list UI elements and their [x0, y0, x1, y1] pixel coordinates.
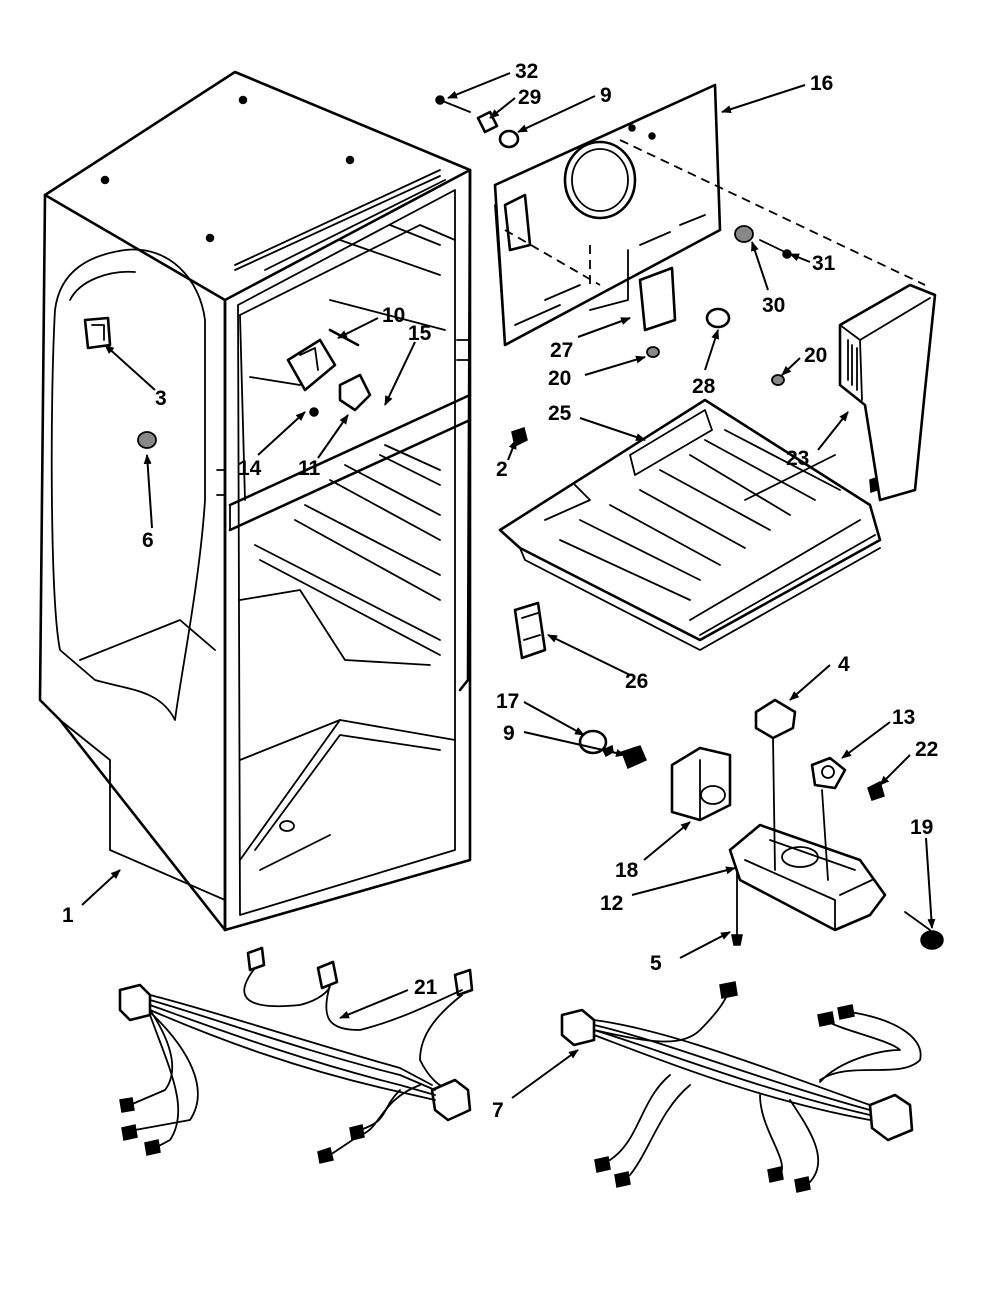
leader-lines: [81, 72, 936, 1099]
callout-29: 29: [518, 86, 541, 109]
callout-10: 10: [382, 304, 405, 327]
callout-22: 22: [915, 738, 938, 761]
callout-12: 12: [600, 892, 623, 915]
wiring-harness-21: [118, 946, 474, 1164]
callout-5: 5: [650, 952, 662, 975]
callout-6: 6: [142, 529, 154, 552]
callout-7: 7: [492, 1099, 504, 1122]
wiring-harness-7: [560, 981, 922, 1193]
control-housing-assembly: [578, 698, 944, 950]
callout-28: 28: [692, 375, 716, 398]
callout-4: 4: [838, 653, 850, 676]
callout-23: 23: [786, 447, 809, 470]
callout-21: 21: [414, 976, 438, 999]
callout-13: 13: [892, 706, 915, 729]
evaporator-cover: [493, 83, 926, 347]
callout-26: 26: [625, 670, 648, 693]
callout-20-right: 20: [804, 344, 827, 367]
callout-20-left: 20: [548, 367, 571, 390]
callout-9-top: 9: [600, 84, 612, 107]
callout-30: 30: [762, 294, 785, 317]
callout-1: 1: [62, 904, 74, 927]
cabinet-liner: [38, 70, 472, 932]
hardware-screws-top: [435, 95, 792, 448]
callout-labels: 32 29 9 16 10 15 3 14 11 6 31 30 27 20 2…: [62, 60, 938, 1122]
callout-11: 11: [298, 457, 321, 480]
callout-3: 3: [155, 387, 167, 410]
callout-31: 31: [812, 252, 836, 275]
bracket-part-3: [83, 316, 112, 350]
callout-16: 16: [810, 72, 833, 95]
callout-17: 17: [496, 690, 519, 713]
callout-18: 18: [615, 859, 639, 882]
callout-19: 19: [910, 816, 933, 839]
callout-14: 14: [238, 457, 262, 480]
callout-32: 32: [515, 60, 538, 83]
callout-15: 15: [408, 322, 432, 345]
callout-27: 27: [550, 339, 573, 362]
callout-2: 2: [496, 458, 508, 481]
air-duct: [838, 283, 937, 502]
callout-9-bottom: 9: [503, 722, 515, 745]
callout-25: 25: [548, 402, 572, 425]
evaporator: [498, 398, 882, 651]
switch-part-26: [513, 601, 547, 660]
plug-part-6: [137, 431, 157, 449]
evaporator-fan-assembly: [249, 328, 372, 417]
